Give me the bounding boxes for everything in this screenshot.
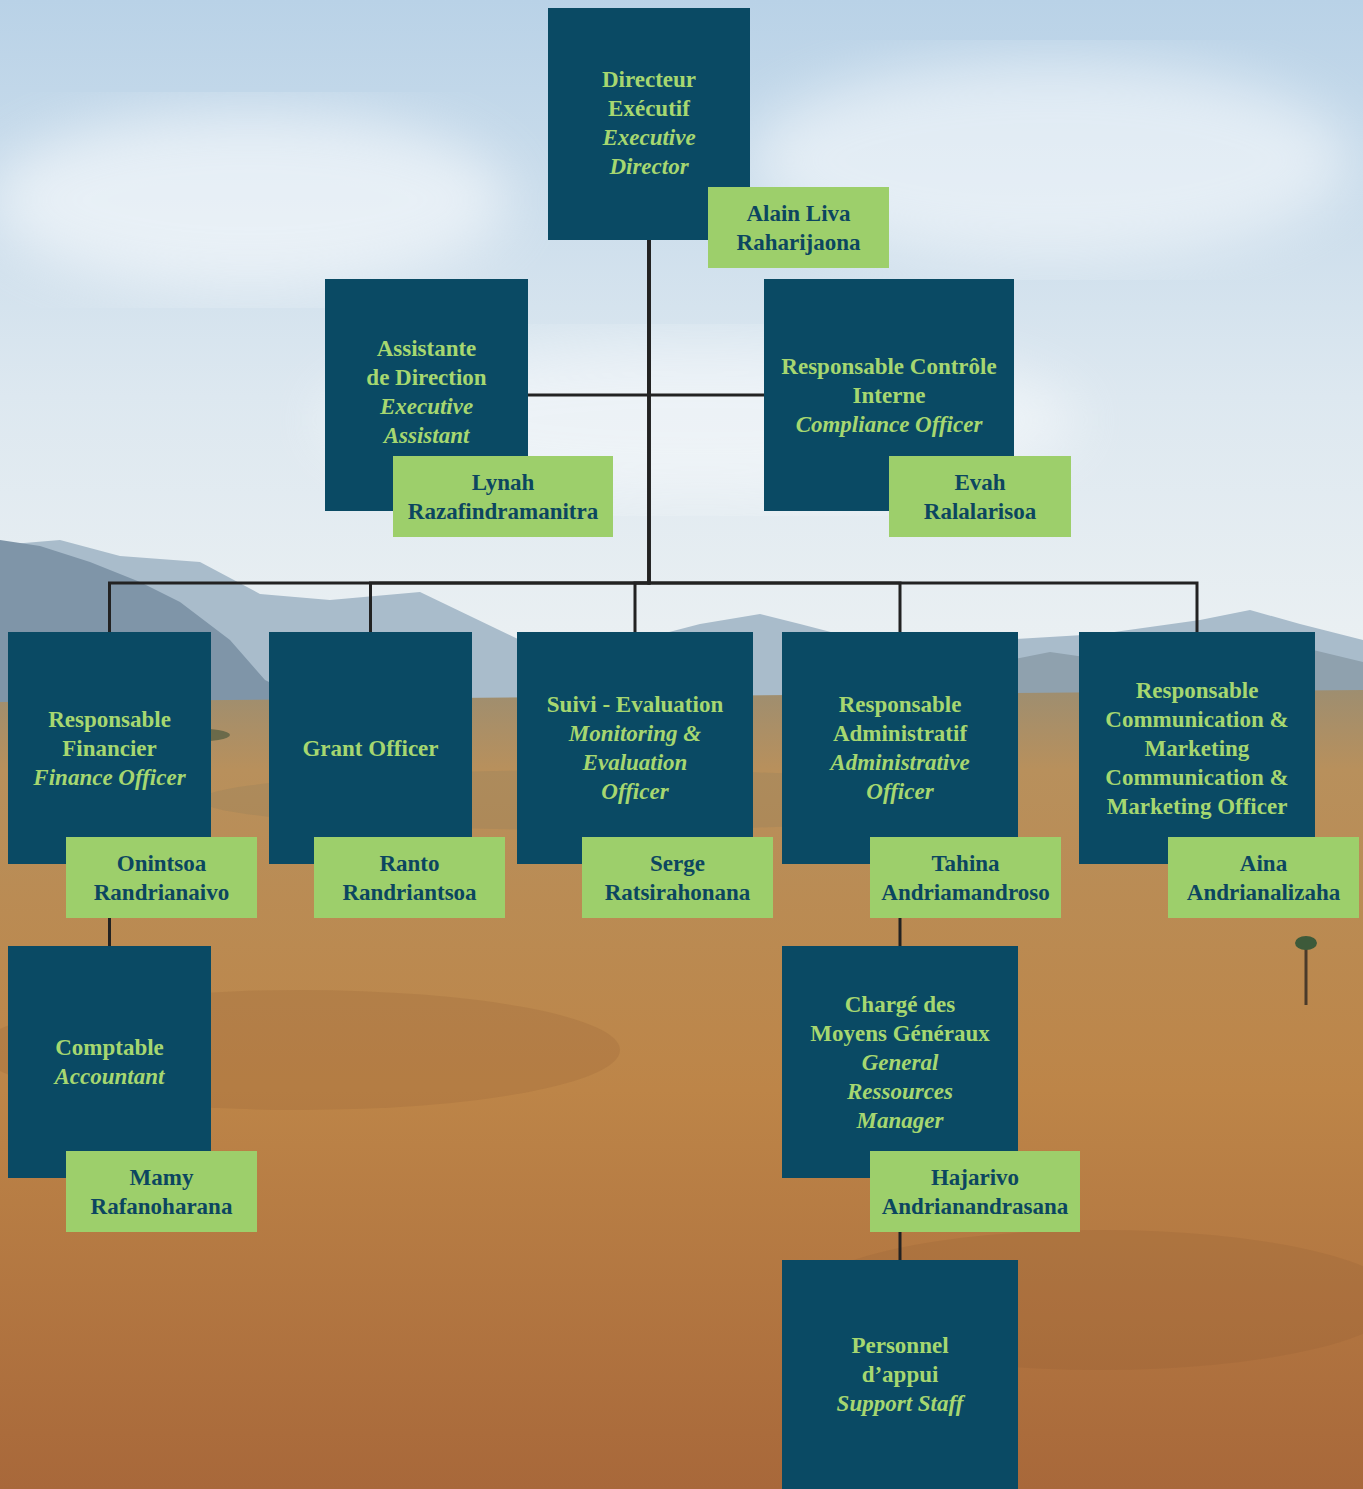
text-group: Tahina Andriamandroso <box>870 849 1061 907</box>
org-connector <box>899 918 902 946</box>
position-title-en: General Ressources Manager <box>838 1048 963 1135</box>
text-group: Hajarivo Andrianandrasana <box>870 1163 1080 1221</box>
position-title-en: Administrative Officer <box>815 748 985 806</box>
name-tag: Hajarivo Andrianandrasana <box>870 1151 1080 1232</box>
name-tag: Ranto Randriantsoa <box>314 837 505 918</box>
position-title: Grant Officer <box>276 734 466 763</box>
position-title: Responsable Communication & Marketing <box>1092 676 1302 763</box>
text-group: Responsable Communication & MarketingCom… <box>1079 676 1315 821</box>
name-tag: Evah Ralalarisoa <box>889 456 1071 537</box>
position-box: Responsable AdministratifAdministrative … <box>782 632 1018 864</box>
org-connector <box>528 240 649 395</box>
text-group: Chargé des Moyens GénérauxGeneral Ressou… <box>782 990 1018 1135</box>
name-tag: Alain Liva Raharijaona <box>708 187 889 268</box>
position-title-en: Support Staff <box>820 1389 980 1418</box>
person-name: Lynah Razafindramanitra <box>401 468 606 526</box>
name-tag: Serge Ratsirahonana <box>582 837 773 918</box>
position-title-en: Executive Assistant <box>347 392 507 450</box>
position-title-en: Compliance Officer <box>771 410 1007 439</box>
text-group: Alain Liva Raharijaona <box>708 199 889 257</box>
position-box: Directeur ExécutifExecutive DirectorAlai… <box>548 8 750 240</box>
position-box: ComptableAccountantMamy Rafanoharana <box>8 946 211 1178</box>
position-title-en: Communication & Marketing Officer <box>1092 763 1302 821</box>
text-group: ComptableAccountant <box>8 1033 211 1091</box>
sky <box>0 0 1363 720</box>
name-tag: Lynah Razafindramanitra <box>393 456 613 537</box>
tree-trunk <box>1305 945 1308 1005</box>
person-name: Hajarivo Andrianandrasana <box>875 1163 1075 1221</box>
person-name: Alain Liva Raharijaona <box>724 199 874 257</box>
person-name: Onintsoa Randrianaivo <box>82 849 242 907</box>
person-name: Tahina Andriamandroso <box>874 849 1057 907</box>
position-title: Directeur Exécutif <box>574 65 724 123</box>
person-name: Ranto Randriantsoa <box>330 849 490 907</box>
position-box: Assistante de DirectionExecutive Assista… <box>325 279 528 511</box>
position-box: Suivi - EvaluationMonitoring & Evaluatio… <box>517 632 753 864</box>
name-tag: Tahina Andriamandroso <box>870 837 1061 918</box>
position-title: Responsable Administratif <box>815 690 985 748</box>
org-connector <box>108 918 111 946</box>
position-title: Comptable <box>15 1033 205 1062</box>
position-title: Chargé des Moyens Généraux <box>790 990 1010 1048</box>
text-group: Onintsoa Randrianaivo <box>66 849 257 907</box>
name-tag: Mamy Rafanoharana <box>66 1151 257 1232</box>
text-group: Grant Officer <box>269 734 472 763</box>
text-group: Responsable FinancierFinance Officer <box>8 705 211 792</box>
position-box: Responsable Contrôle InterneCompliance O… <box>764 279 1014 511</box>
person-name: Serge Ratsirahonana <box>593 849 763 907</box>
text-group: Mamy Rafanoharana <box>66 1163 257 1221</box>
text-group: Responsable Contrôle InterneCompliance O… <box>764 352 1014 439</box>
name-tag: Aina Andrianalizaha <box>1168 837 1359 918</box>
org-connector <box>899 1232 902 1260</box>
position-title-en: Accountant <box>15 1062 205 1091</box>
text-group: Lynah Razafindramanitra <box>393 468 613 526</box>
person-name: Evah Ralalarisoa <box>905 468 1055 526</box>
position-box: Personnel d’appuiSupport Staff <box>782 1260 1018 1489</box>
position-box: Grant OfficerRanto Randriantsoa <box>269 632 472 864</box>
position-title-en: Executive Director <box>574 123 724 181</box>
name-tag: Onintsoa Randrianaivo <box>66 837 257 918</box>
org-connector <box>649 240 1197 632</box>
position-title: Suivi - Evaluation <box>528 690 742 719</box>
position-title-en: Finance Officer <box>15 763 205 792</box>
text-group: Responsable AdministratifAdministrative … <box>782 690 1018 806</box>
text-group: Ranto Randriantsoa <box>314 849 505 907</box>
position-title-en: Monitoring & Evaluation Officer <box>550 719 720 806</box>
position-box: Responsable FinancierFinance OfficerOnin… <box>8 632 211 864</box>
text-group: Evah Ralalarisoa <box>889 468 1071 526</box>
text-group: Serge Ratsirahonana <box>582 849 773 907</box>
text-group: Directeur ExécutifExecutive Director <box>548 65 750 181</box>
text-group: Suivi - EvaluationMonitoring & Evaluatio… <box>517 690 753 806</box>
person-name: Mamy Rafanoharana <box>79 1163 244 1221</box>
text-group: Aina Andrianalizaha <box>1168 849 1359 907</box>
position-title: Responsable Contrôle Interne <box>771 352 1007 410</box>
org-connector <box>635 240 649 632</box>
cloud <box>0 110 510 290</box>
org-connector <box>110 240 650 632</box>
position-title: Assistante de Direction <box>347 334 507 392</box>
position-title: Personnel d’appui <box>840 1331 960 1389</box>
tree-crown <box>1295 936 1317 950</box>
position-box: Chargé des Moyens GénérauxGeneral Ressou… <box>782 946 1018 1178</box>
person-name: Aina Andrianalizaha <box>1176 849 1351 907</box>
position-box: Responsable Communication & MarketingCom… <box>1079 632 1315 864</box>
text-group: Personnel d’appuiSupport Staff <box>782 1331 1018 1418</box>
text-group: Assistante de DirectionExecutive Assista… <box>325 334 528 450</box>
position-title: Responsable Financier <box>15 705 205 763</box>
